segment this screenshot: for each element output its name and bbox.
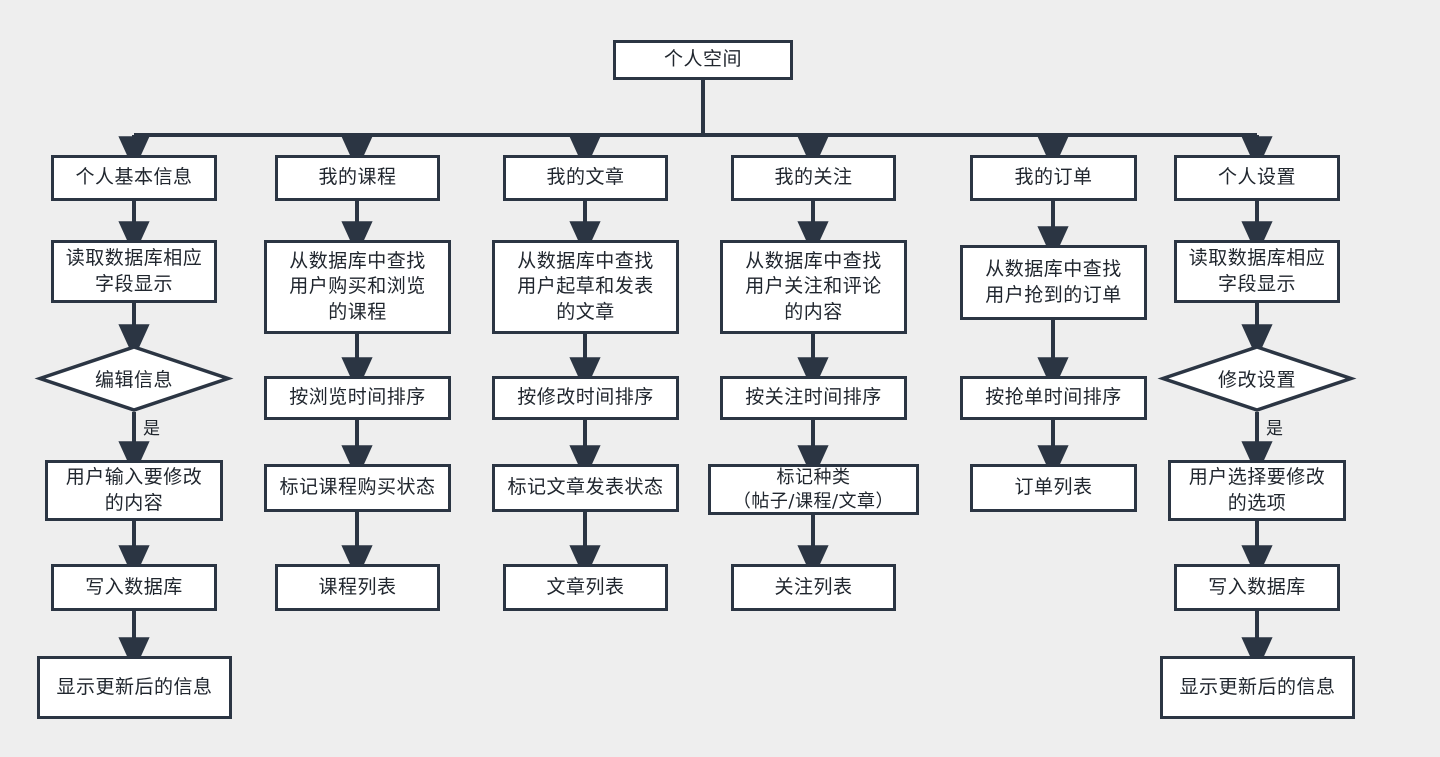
- node-col6-write-db[interactable]: 写入数据库: [1174, 564, 1340, 611]
- node-col6-modify-decision-label: 修改设置: [1217, 369, 1296, 391]
- node-col6-show-updated[interactable]: 显示更新后的信息: [1160, 656, 1355, 719]
- node-col1-edit-decision-label: 编辑信息: [94, 369, 173, 391]
- node-col1-head[interactable]: 个人基本信息: [51, 155, 217, 201]
- node-col5-query[interactable]: 从数据库中查找 用户抢到的订单: [960, 245, 1147, 320]
- node-col4-head[interactable]: 我的关注: [731, 155, 896, 201]
- node-col2-query[interactable]: 从数据库中查找 用户购买和浏览 的课程: [264, 240, 451, 334]
- node-col3-mark[interactable]: 标记文章发表状态: [492, 464, 679, 512]
- node-col1-user-input[interactable]: 用户输入要修改 的内容: [45, 460, 223, 521]
- node-col2-sort[interactable]: 按浏览时间排序: [264, 376, 451, 420]
- node-col2-list[interactable]: 课程列表: [275, 564, 440, 611]
- node-col3-query[interactable]: 从数据库中查找 用户起草和发表 的文章: [492, 240, 679, 334]
- diamond-shape: [34, 345, 234, 412]
- node-col1-edit-decision[interactable]: 编辑信息: [34, 345, 234, 412]
- diamond-shape: [1157, 345, 1357, 412]
- node-root[interactable]: 个人空间: [613, 40, 793, 80]
- node-col4-sort[interactable]: 按关注时间排序: [720, 376, 907, 420]
- node-col1-write-db[interactable]: 写入数据库: [51, 564, 217, 611]
- node-col5-list[interactable]: 订单列表: [970, 464, 1137, 512]
- node-col1-read-db[interactable]: 读取数据库相应 字段显示: [51, 240, 217, 303]
- node-col6-modify-decision[interactable]: 修改设置: [1157, 345, 1357, 412]
- node-col6-user-select[interactable]: 用户选择要修改 的选项: [1168, 460, 1346, 521]
- node-col6-read-db[interactable]: 读取数据库相应 字段显示: [1174, 240, 1340, 303]
- node-col3-sort[interactable]: 按修改时间排序: [492, 376, 679, 420]
- node-col2-head[interactable]: 我的课程: [275, 155, 440, 201]
- node-col3-list[interactable]: 文章列表: [503, 564, 668, 611]
- node-col4-mark[interactable]: 标记种类 （帖子/课程/文章）: [708, 464, 919, 515]
- node-col5-head[interactable]: 我的订单: [970, 155, 1137, 201]
- edge-label-yes-right: 是: [1266, 419, 1283, 439]
- node-col3-head[interactable]: 我的文章: [503, 155, 668, 201]
- node-col5-sort[interactable]: 按抢单时间排序: [960, 376, 1147, 420]
- node-col1-show-updated[interactable]: 显示更新后的信息: [37, 656, 232, 719]
- edge-label-yes-left: 是: [143, 419, 160, 439]
- node-col4-list[interactable]: 关注列表: [731, 564, 896, 611]
- node-col6-head[interactable]: 个人设置: [1174, 155, 1340, 201]
- node-col4-query[interactable]: 从数据库中查找 用户关注和评论 的内容: [720, 240, 907, 334]
- node-col2-mark[interactable]: 标记课程购买状态: [264, 464, 451, 512]
